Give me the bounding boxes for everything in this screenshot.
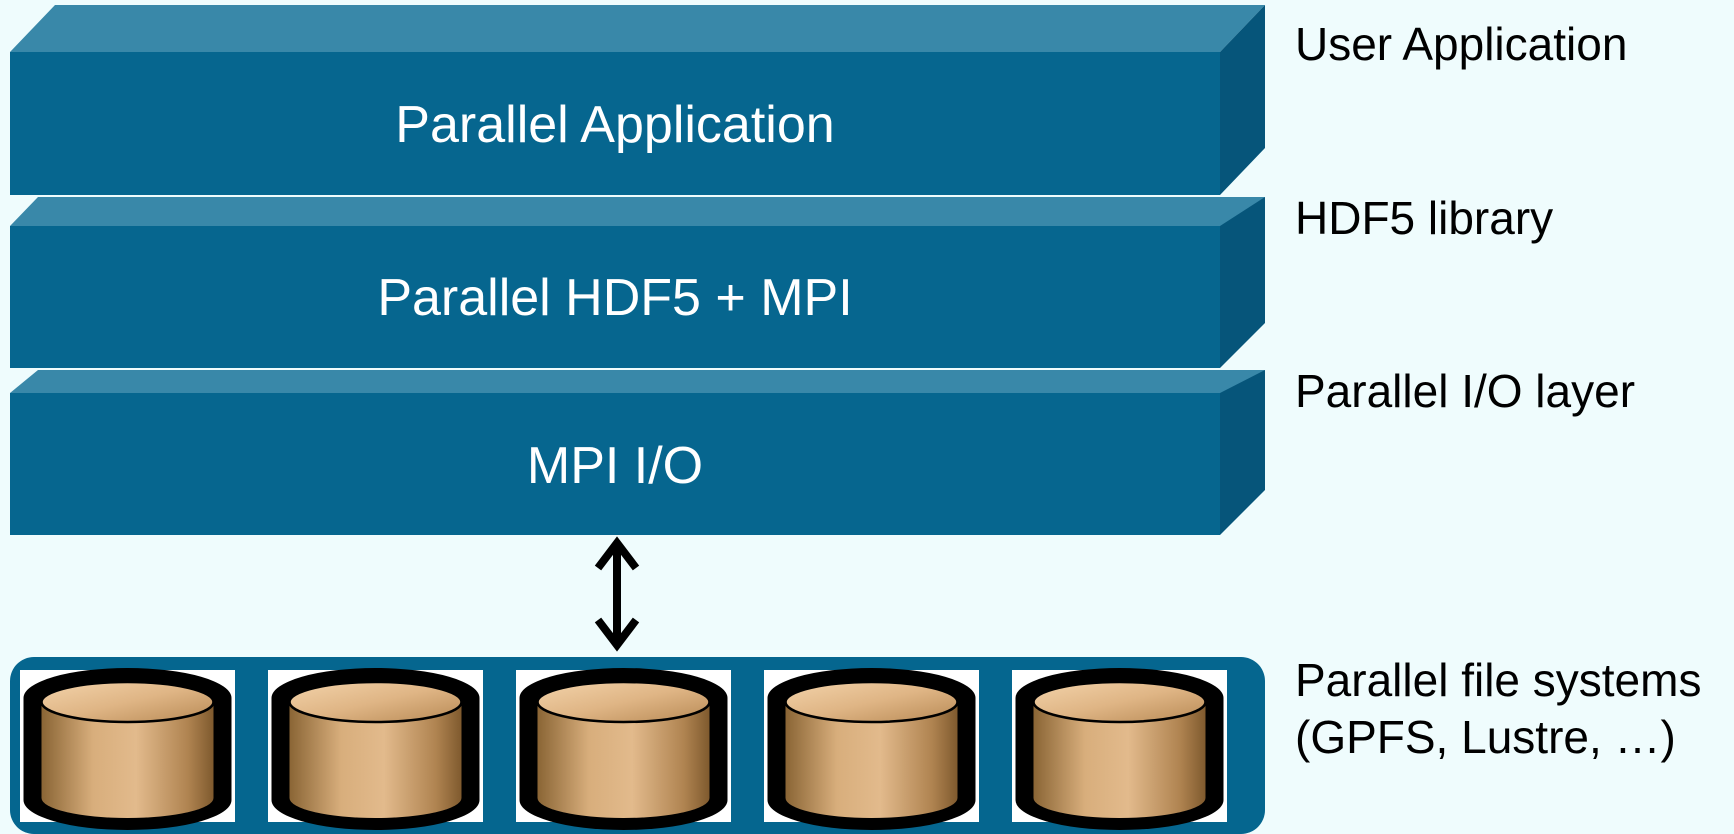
layer-top-face [10, 5, 1265, 52]
layer-parallel-hdf5: Parallel HDF5 + MPI [10, 197, 1265, 368]
layer-parallel-application: Parallel Application [10, 5, 1265, 195]
layer-label: MPI I/O [527, 437, 703, 495]
disk-icon [764, 668, 979, 831]
side-label-hdf5-library: HDF5 library [1295, 192, 1554, 244]
disk-icon [516, 668, 731, 831]
layer-top-face [10, 197, 1265, 226]
double-arrow-icon [594, 536, 640, 652]
side-label-parallel-file-systems: Parallel file systems (GPFS, Lustre, …) [1295, 652, 1701, 766]
layer-front-face [10, 226, 1220, 368]
layer-front-face [10, 52, 1220, 195]
side-label-line1: Parallel file systems [1295, 654, 1702, 706]
layer-side-face [1220, 5, 1265, 195]
layer-label: Parallel Application [395, 96, 834, 154]
layer-front-face [10, 393, 1220, 535]
layer-side-face [1220, 370, 1265, 535]
disk-icon [268, 668, 483, 831]
disk-icon [1012, 668, 1227, 831]
layer-top-face [10, 370, 1265, 393]
disk-array [20, 668, 1227, 831]
disk-icon [20, 668, 235, 831]
side-label-user-application: User Application [1295, 18, 1628, 70]
layer-side-face [1220, 197, 1265, 368]
layer-label: Parallel HDF5 + MPI [377, 269, 852, 327]
layer-mpi-io: MPI I/O [10, 370, 1265, 535]
side-label-line2: (GPFS, Lustre, …) [1295, 711, 1676, 763]
side-label-parallel-io-layer: Parallel I/O layer [1295, 365, 1636, 417]
